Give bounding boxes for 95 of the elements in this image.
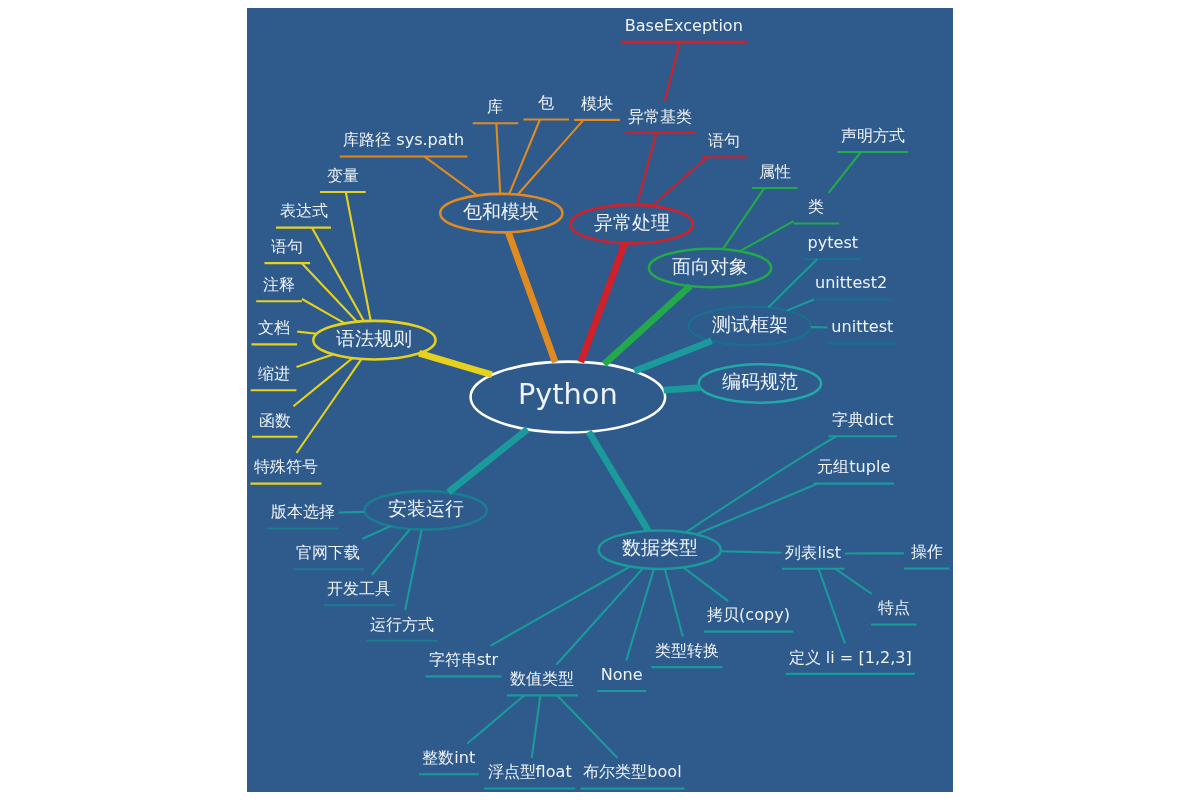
- connector: [601, 283, 693, 367]
- connector: [404, 529, 423, 611]
- node-text: 模块: [581, 93, 614, 113]
- connector: [505, 231, 559, 364]
- connector: [489, 565, 631, 647]
- connector: [827, 151, 862, 194]
- node-ellipse: 数据类型: [597, 529, 723, 571]
- node-text: None: [600, 664, 643, 684]
- node-text: 属性: [758, 161, 791, 181]
- connector: [663, 384, 701, 394]
- node-text: 布尔类型bool: [583, 762, 682, 782]
- node-ellipse: 安装运行: [363, 489, 488, 531]
- node-ellipse: 语法规则: [312, 319, 437, 361]
- node-text: 开发工具: [327, 578, 392, 598]
- connector: [517, 119, 585, 196]
- node-ellipse: 编码规范: [697, 362, 823, 404]
- connector: [720, 550, 782, 554]
- connector: [311, 227, 365, 322]
- node-text: 库: [487, 96, 504, 116]
- connector: [295, 358, 363, 454]
- connector: [296, 353, 334, 369]
- connector: [362, 525, 391, 540]
- node-text: 定义 li = [1,2,3]: [788, 647, 912, 667]
- connector: [811, 326, 828, 329]
- node-text: 声明方式: [840, 125, 905, 145]
- node-text: 列表list: [785, 542, 841, 562]
- node-text: 函数: [258, 410, 291, 430]
- connector: [817, 568, 846, 644]
- node-ellipse: 包和模块: [438, 192, 564, 234]
- connector: [446, 426, 530, 495]
- connector: [585, 430, 652, 533]
- node-text: 库路径 sys.path: [343, 130, 465, 150]
- node-text: 运行方式: [369, 614, 434, 634]
- connector: [844, 552, 904, 555]
- connector: [338, 510, 365, 514]
- connector: [292, 357, 353, 408]
- node-text: 类型转换: [654, 640, 719, 660]
- connector: [555, 567, 644, 666]
- node-text: 语句: [707, 131, 740, 151]
- connector: [508, 119, 541, 195]
- connector: [371, 528, 411, 576]
- node-text: 异常基类: [628, 106, 693, 126]
- connector: [635, 132, 658, 206]
- connector: [663, 568, 684, 637]
- connector: [633, 337, 713, 375]
- node-text: 版本选择: [270, 502, 335, 522]
- connector: [423, 155, 478, 197]
- connector: [344, 191, 372, 321]
- node-text: 表达式: [279, 201, 328, 221]
- connector: [530, 695, 542, 759]
- connector: [663, 41, 681, 103]
- connector: [418, 350, 493, 378]
- connector: [625, 568, 655, 661]
- node-text: 元组tuple: [817, 457, 891, 477]
- connector: [682, 566, 729, 602]
- node-ellipse: 测试框架: [687, 305, 813, 347]
- connector: [739, 220, 794, 253]
- node-ellipse: Python: [469, 360, 667, 434]
- connector: [651, 156, 708, 207]
- node-text: 特殊符号: [253, 457, 318, 477]
- node-text: 语句: [271, 236, 304, 256]
- node-ellipse: 异常处理: [569, 203, 695, 245]
- connector: [577, 242, 628, 364]
- connector: [767, 258, 818, 309]
- node-text: 文档: [258, 318, 291, 338]
- connector: [301, 298, 346, 325]
- connector: [696, 482, 818, 536]
- node-text: 数值类型: [510, 669, 575, 689]
- connector: [685, 435, 837, 534]
- node-text: BaseException: [624, 15, 743, 35]
- connector: [301, 262, 358, 323]
- connector: [786, 298, 815, 312]
- node-text: 类: [808, 197, 825, 217]
- node-text: 整数int: [422, 748, 476, 768]
- connector: [556, 694, 619, 759]
- node-text: unittest2: [814, 273, 888, 293]
- node-text: unittest: [831, 317, 894, 337]
- node-text: 注释: [263, 274, 295, 294]
- node-text: 字符串str: [428, 650, 499, 670]
- connector: [721, 187, 766, 250]
- node-ellipse: 面向对象: [647, 247, 773, 289]
- node-text: 变量: [326, 165, 359, 185]
- connector: [834, 568, 873, 595]
- node-text: 拷贝(copy): [707, 605, 790, 625]
- node-text: 官网下载: [296, 542, 361, 562]
- node-text: pytest: [807, 232, 859, 252]
- node-text: 特点: [877, 598, 910, 618]
- node-text: 字典dict: [831, 410, 894, 430]
- node-text: 浮点型float: [487, 762, 572, 782]
- connector: [297, 330, 317, 335]
- connector: [466, 694, 525, 745]
- node-text: 包: [538, 93, 555, 113]
- node-text: 缩进: [257, 363, 290, 383]
- node-text: 操作: [910, 542, 943, 562]
- connector: [495, 123, 502, 194]
